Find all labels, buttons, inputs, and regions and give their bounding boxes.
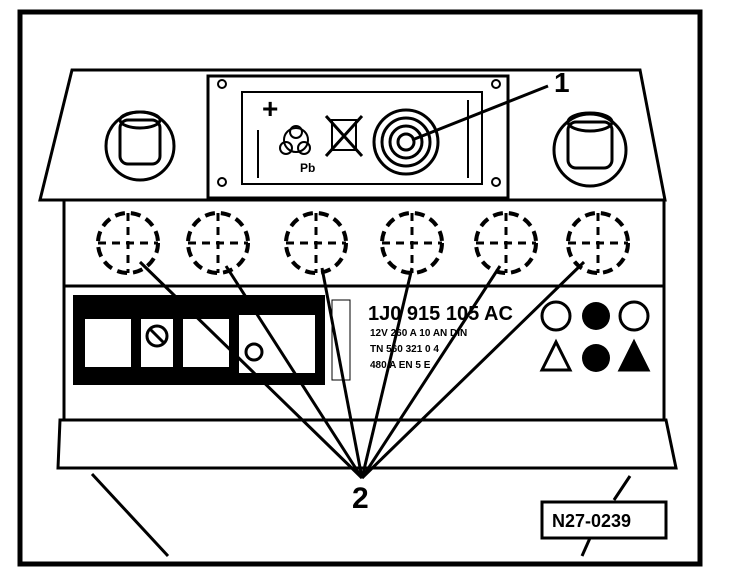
base-shadow-right [612,475,632,501]
ref-code-box [540,500,668,540]
cell-cap-6 [566,211,630,275]
plate-screw-top-right [491,79,501,89]
base-shadow-bottom [580,537,592,557]
no-fire-icon-slash [148,327,166,345]
hazard-icon-6 [617,338,651,372]
part-line-1: 12V 260 A 10 AN DIN [370,328,467,339]
part-line-3: 480 A EN 5 E [370,360,431,371]
vent-plug [372,108,440,176]
hazard-icon-4 [539,338,573,372]
hazard-icon-2 [582,302,610,330]
warning-panel-1 [83,317,133,369]
hazard-icon-5 [582,344,610,372]
top-plate [206,74,510,200]
plate-screw-bottom-right [491,177,501,187]
plate-screw-top-left [217,79,227,89]
callout-2-label: 2 [352,482,369,515]
callout-1-label: 1 [554,67,570,98]
cell-cap-3 [284,211,348,275]
plus-symbol: + [262,93,278,124]
eye-protection-icon [244,342,264,362]
battery-base [56,418,678,470]
pb-label: Pb [300,161,315,175]
cell-cap-4 [380,211,444,275]
ref-code: N27-0239 [552,511,631,531]
cell-caps [96,211,630,275]
plate-inner-label [241,91,483,185]
plate-screw-bottom-left [217,177,227,187]
cell-cap-5 [474,211,538,275]
callout-1-leader [411,84,549,142]
vertical-text-strip [331,299,351,381]
recycle-icon [279,125,311,155]
base-shadow-left [90,472,170,558]
right-terminal [552,111,628,188]
hazard-icon-1 [540,300,572,332]
part-number: 1J0 915 105 AC [368,303,513,325]
hazard-icon-3 [618,300,650,332]
cell-cap-1 [96,211,160,275]
left-terminal [104,110,176,182]
part-line-2: TN 560 321 0 4 [370,344,439,355]
no-fire-icon [145,324,169,348]
outer-frame [17,9,703,567]
crossed-bin-icon [324,114,364,158]
hazard-icons [539,300,651,372]
callout-2-leaders [138,260,586,480]
cell-cap-2 [186,211,250,275]
